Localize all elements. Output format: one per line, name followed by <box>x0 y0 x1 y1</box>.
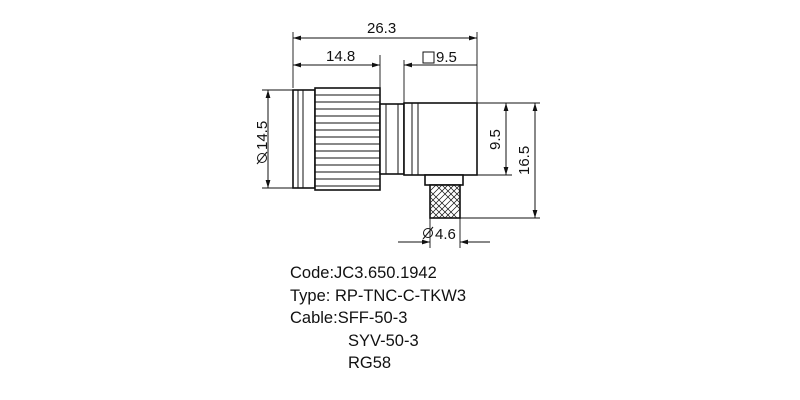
diameter-symbol-icon <box>256 151 268 165</box>
front-ring <box>292 89 316 189</box>
dim-overall-length: 26.3 <box>367 20 396 37</box>
dim-head-height: 9.5 <box>487 129 504 150</box>
dim-body-length: 14.8 <box>326 48 355 65</box>
diameter-symbol-icon <box>422 226 434 240</box>
square-symbol-icon <box>422 51 435 64</box>
dim-body-diameter: 14.5 <box>254 121 271 150</box>
connector-body <box>292 87 478 219</box>
spec-block: Code:JC3.650.1942 Type: RP-TNC-C-TKW3 Ca… <box>290 262 466 375</box>
square-head <box>403 102 478 176</box>
dim-total-height: 16.5 <box>516 146 533 175</box>
spec-code: Code:JC3.650.1942 <box>290 264 437 282</box>
spec-type: Type: RP-TNC-C-TKW3 <box>290 286 467 305</box>
spec-cable-alt-1: SYV-50-3 <box>348 331 419 350</box>
neck <box>379 103 405 175</box>
spec-cable-alt-2: RG58 <box>348 354 392 372</box>
dim-cable-diameter: 4.6 <box>435 226 456 243</box>
dim-square-size: 9.5 <box>436 49 457 66</box>
cable-collar <box>424 174 464 186</box>
crimp-sleeve <box>429 184 461 219</box>
spec-cable: Cable:SFF-50-3 <box>290 309 408 327</box>
knurled-nut <box>314 87 381 191</box>
